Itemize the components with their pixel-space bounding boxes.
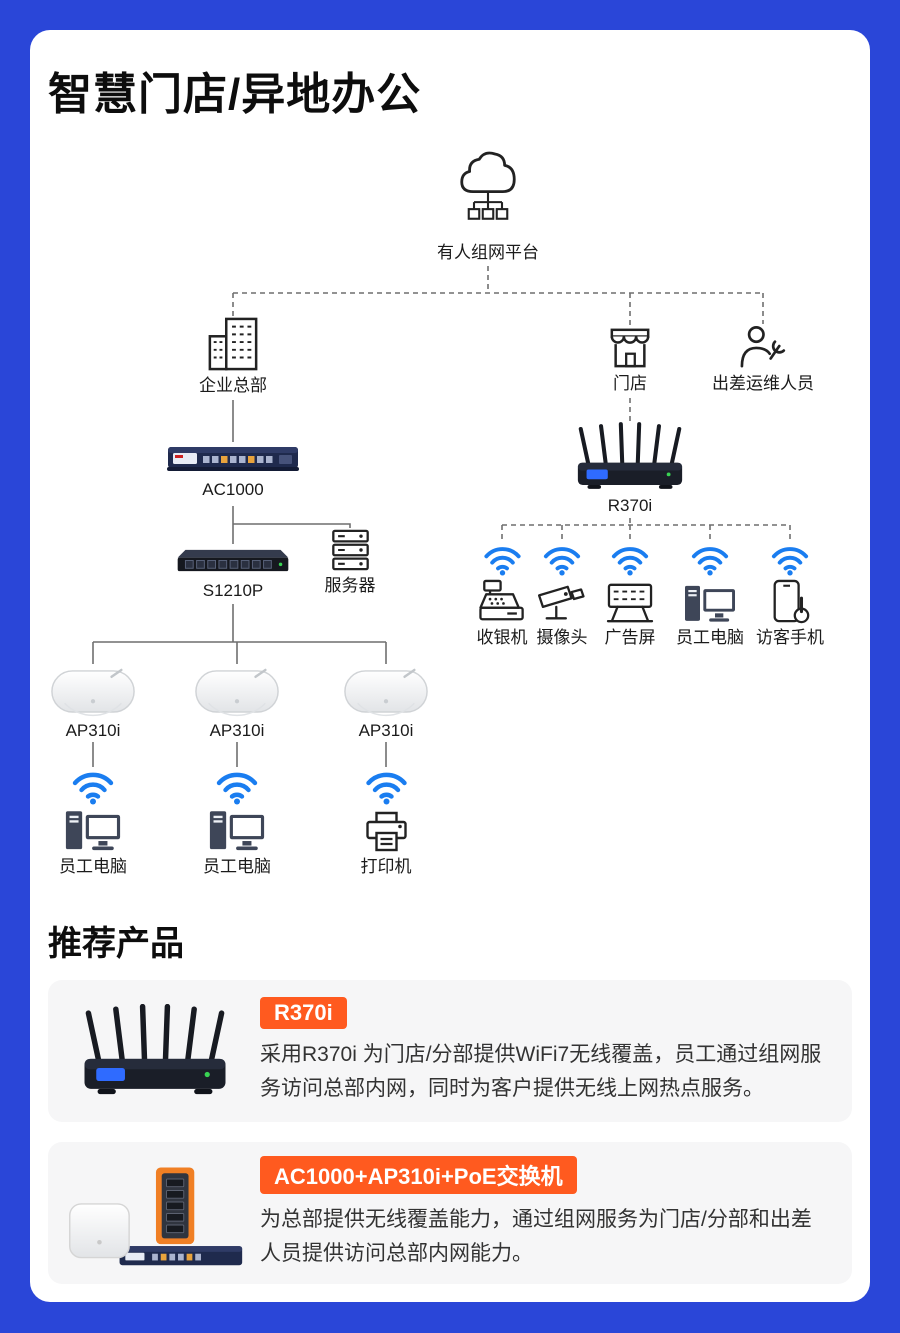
printer-icon (362, 810, 410, 854)
device-box (768, 579, 812, 625)
phone-touch-icon (768, 579, 812, 625)
ac1000-label: AC1000 (202, 480, 264, 499)
client-node-employee-pc: 员工电脑 (203, 767, 271, 877)
ap-label: AP310i (358, 721, 414, 740)
ac1000-node: AC1000 (167, 442, 299, 500)
product-description: 为总部提供无线覆盖能力，通过组网服务为门店/分部和出差人员提供访问总部内网能力。 (260, 1207, 812, 1265)
client-label: 广告屏 (604, 628, 656, 647)
client-label: 收银机 (476, 628, 528, 647)
client-node-cashier: 收银机 (477, 542, 528, 648)
store-node: 门店 (605, 326, 655, 394)
product-image (64, 1154, 246, 1273)
wifi-icon (482, 542, 522, 576)
client-node-billboard: 广告屏 (604, 542, 656, 648)
r370i-label: R370i (607, 496, 653, 515)
traveler-label: 出差运维人员 (712, 374, 814, 393)
ap-label: AP310i (65, 721, 121, 740)
page-title: 智慧门店/异地办公 (48, 70, 422, 119)
device-box (684, 579, 736, 625)
cctv-camera-icon (536, 583, 588, 625)
desktop-computer-icon (684, 585, 736, 625)
client-node-employee-pc: 员工电脑 (676, 542, 744, 648)
cloud-node: 有人组网平台 (437, 146, 539, 263)
wifi-icon (215, 767, 259, 805)
device-box (536, 579, 588, 625)
desktop-computer-icon (65, 810, 121, 854)
wifi-icon (610, 542, 650, 576)
ap-label: AP310i (209, 721, 265, 740)
client-node-phone: 访客手机 (756, 542, 824, 648)
client-label: 访客手机 (756, 628, 824, 647)
client-label: 员工电脑 (59, 857, 127, 876)
server-label: 服务器 (324, 576, 376, 595)
wifi-icon (364, 767, 408, 805)
product-description: 采用R370i 为门店/分部提供WiFi7无线覆盖，员工通过组网服务访问总部内网… (260, 1042, 822, 1100)
wifi-icon (770, 542, 810, 576)
client-node-camera: 摄像头 (536, 542, 588, 648)
product-card-body: AC1000+AP310i+PoE交换机 为总部提供无线覆盖能力，通过组网服务为… (246, 1155, 826, 1270)
storefront-icon (605, 326, 655, 370)
person-wrench-icon (737, 324, 789, 370)
product-image (64, 1004, 246, 1098)
access-point-icon (49, 664, 137, 717)
desktop-computer-icon (209, 810, 265, 854)
client-node-employee-pc: 员工电脑 (59, 767, 127, 877)
device-box (209, 808, 265, 854)
server-rack-icon (329, 528, 371, 572)
hq-node: 企业总部 (199, 316, 267, 396)
server-node: 服务器 (325, 528, 376, 596)
recommend-title: 推荐产品 (48, 925, 184, 963)
hq-label: 企业总部 (199, 376, 267, 395)
connector-lines (92, 266, 791, 767)
client-label: 摄像头 (536, 628, 588, 647)
product-badge: AC1000+AP310i+PoE交换机 (260, 1155, 577, 1194)
ap-node: AP310i (193, 664, 281, 741)
building-icon (206, 316, 260, 372)
ad-screen-icon (604, 581, 656, 625)
wifi-icon (71, 767, 115, 805)
store-label: 门店 (613, 374, 647, 393)
switch-device-icon (175, 544, 291, 577)
product-card-r370i: R370i 采用R370i 为门店/分部提供WiFi7无线覆盖，员工通过组网服务… (48, 980, 852, 1122)
product-card-ac1000-kit: AC1000+AP310i+PoE交换机 为总部提供无线覆盖能力，通过组网服务为… (48, 1142, 852, 1284)
access-point-icon (342, 664, 430, 717)
device-box (362, 808, 410, 854)
r370i-router-icon (79, 1004, 231, 1098)
access-point-icon (193, 664, 281, 717)
client-label: 员工电脑 (676, 628, 744, 647)
r370i-router-icon (574, 422, 686, 492)
traveler-node: 出差运维人员 (712, 324, 814, 394)
content-sheet: 智慧门店/异地办公 有人组网平台 企业总部 (30, 30, 870, 1302)
cloud-label: 有人组网平台 (437, 243, 539, 262)
r370i-node: R370i (574, 422, 686, 516)
cash-register-icon (477, 579, 527, 625)
client-label: 打印机 (360, 857, 412, 876)
product-badge: R370i (260, 996, 347, 1029)
client-label: 员工电脑 (203, 857, 271, 876)
wifi-icon (690, 542, 730, 576)
product-card-body: R370i 采用R370i 为门店/分部提供WiFi7无线覆盖，员工通过组网服务… (246, 996, 826, 1105)
s1210p-label: S1210P (202, 581, 264, 600)
ac1000-ap310i-poe-kit-icon (64, 1154, 246, 1273)
ap-node: AP310i (49, 664, 137, 741)
wifi-icon (542, 542, 582, 576)
cloud-network-icon (453, 146, 523, 239)
s1210p-node: S1210P (175, 544, 291, 601)
device-box (604, 579, 656, 625)
ap-node: AP310i (342, 664, 430, 741)
client-node-printer: 打印机 (361, 767, 412, 877)
device-box (477, 579, 527, 625)
ac1000-device-icon (167, 442, 299, 476)
device-box (65, 808, 121, 854)
